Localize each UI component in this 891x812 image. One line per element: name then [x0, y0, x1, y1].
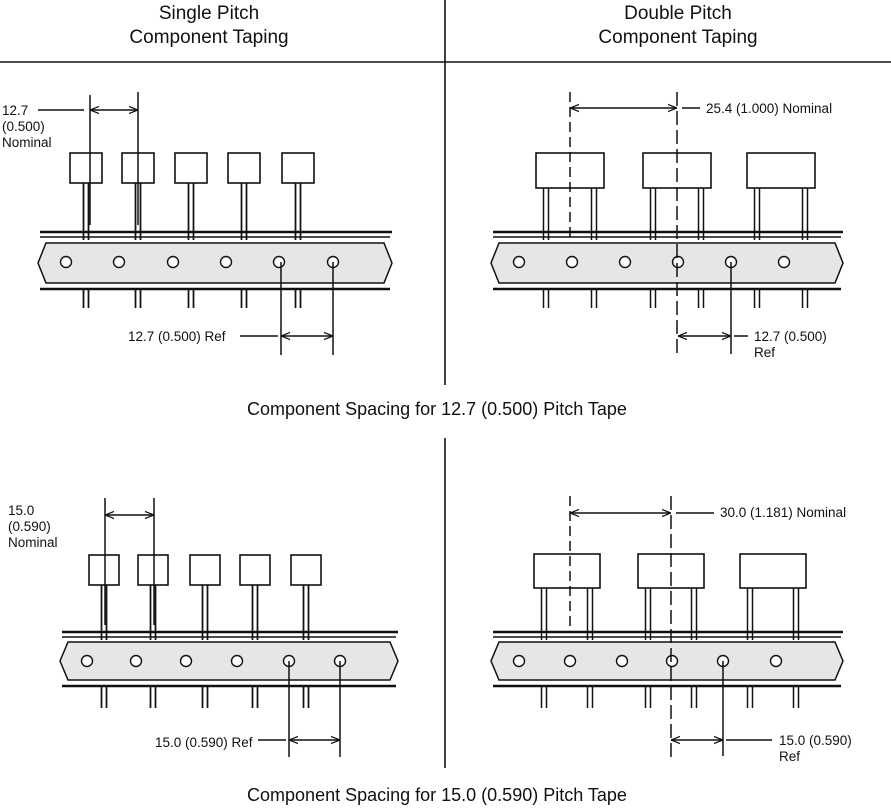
sprocket-hole — [769, 654, 783, 668]
sprocket-hole — [230, 654, 244, 668]
bl-ref-label: 15.0 (0.590) Ref — [155, 735, 253, 750]
header-single-line2: Component Taping — [129, 27, 289, 48]
component-body — [88, 554, 120, 586]
tl-ref-label: 12.7 (0.500) Ref — [128, 329, 226, 344]
sprocket-hole — [112, 255, 126, 269]
tr-ref-word: Ref — [754, 345, 776, 360]
sprocket-hole — [512, 654, 526, 668]
component-body — [290, 554, 322, 586]
bl-pitch-nominal: Nominal — [8, 535, 58, 550]
tl-pitch-label: 12.7 (0.500) Nominal — [2, 103, 52, 151]
sprocket-hole — [59, 255, 73, 269]
component-body — [746, 152, 816, 189]
sprocket-hole — [80, 654, 94, 668]
sprocket-hole — [179, 654, 193, 668]
bl-pitch-inch: (0.590) — [8, 519, 51, 534]
component-body — [174, 152, 208, 184]
component-body — [281, 152, 315, 184]
br-nominal-label: 30.0 (1.181) Nominal — [720, 505, 847, 520]
sprocket-hole — [166, 255, 180, 269]
sprocket-hole — [129, 654, 143, 668]
panel-single-pitch-12-7 — [37, 92, 393, 355]
panel-double-pitch-12-7 — [490, 92, 844, 358]
sprocket-hole — [777, 255, 791, 269]
header-double-line2: Component Taping — [598, 27, 758, 48]
carrier-tape — [490, 242, 844, 284]
tr-nominal-label: 25.4 (1.000) Nominal — [706, 101, 833, 116]
sprocket-hole — [272, 255, 286, 269]
component-body — [227, 152, 261, 184]
component-body — [533, 553, 601, 589]
sprocket-hole — [219, 255, 233, 269]
caption-top: Component Spacing for 12.7 (0.500) Pitch… — [247, 399, 627, 419]
sprocket-hole — [665, 654, 679, 668]
br-ref-word: Ref — [779, 749, 801, 764]
caption-bottom: Component Spacing for 15.0 (0.590) Pitch… — [247, 785, 627, 805]
tl-pitch-value: 12.7 — [2, 103, 29, 118]
br-ref-label: 15.0 (0.590) Ref — [779, 733, 852, 765]
component-body — [137, 554, 169, 586]
sprocket-hole — [565, 255, 579, 269]
panel-double-pitch-15-0 — [490, 496, 844, 760]
tr-ref-label: 12.7 (0.500) Ref — [754, 329, 827, 361]
carrier-tape — [37, 242, 393, 284]
sprocket-hole — [563, 654, 577, 668]
sprocket-hole — [671, 255, 685, 269]
header-single-pitch: Single Pitch Component Taping — [59, 2, 359, 50]
panel-single-pitch-15-0 — [59, 498, 399, 757]
tl-pitch-inch: (0.500) — [2, 119, 45, 134]
header-double-line1: Double Pitch — [624, 3, 732, 24]
tl-pitch-nominal: Nominal — [2, 135, 52, 150]
component-body — [189, 554, 221, 586]
br-ref-value: 15.0 (0.590) — [779, 733, 852, 748]
component-body — [69, 152, 103, 184]
component-body — [239, 554, 271, 586]
sprocket-hole — [618, 255, 632, 269]
tr-ref-value: 12.7 (0.500) — [754, 329, 827, 344]
bl-pitch-label: 15.0 (0.590) Nominal — [8, 503, 58, 551]
header-single-line1: Single Pitch — [158, 3, 260, 24]
carrier-tape — [59, 641, 399, 681]
component-body — [739, 553, 807, 589]
bl-pitch-value: 15.0 — [8, 503, 35, 518]
sprocket-hole — [512, 255, 526, 269]
sprocket-hole — [615, 654, 629, 668]
header-double-pitch: Double Pitch Component Taping — [528, 2, 828, 50]
